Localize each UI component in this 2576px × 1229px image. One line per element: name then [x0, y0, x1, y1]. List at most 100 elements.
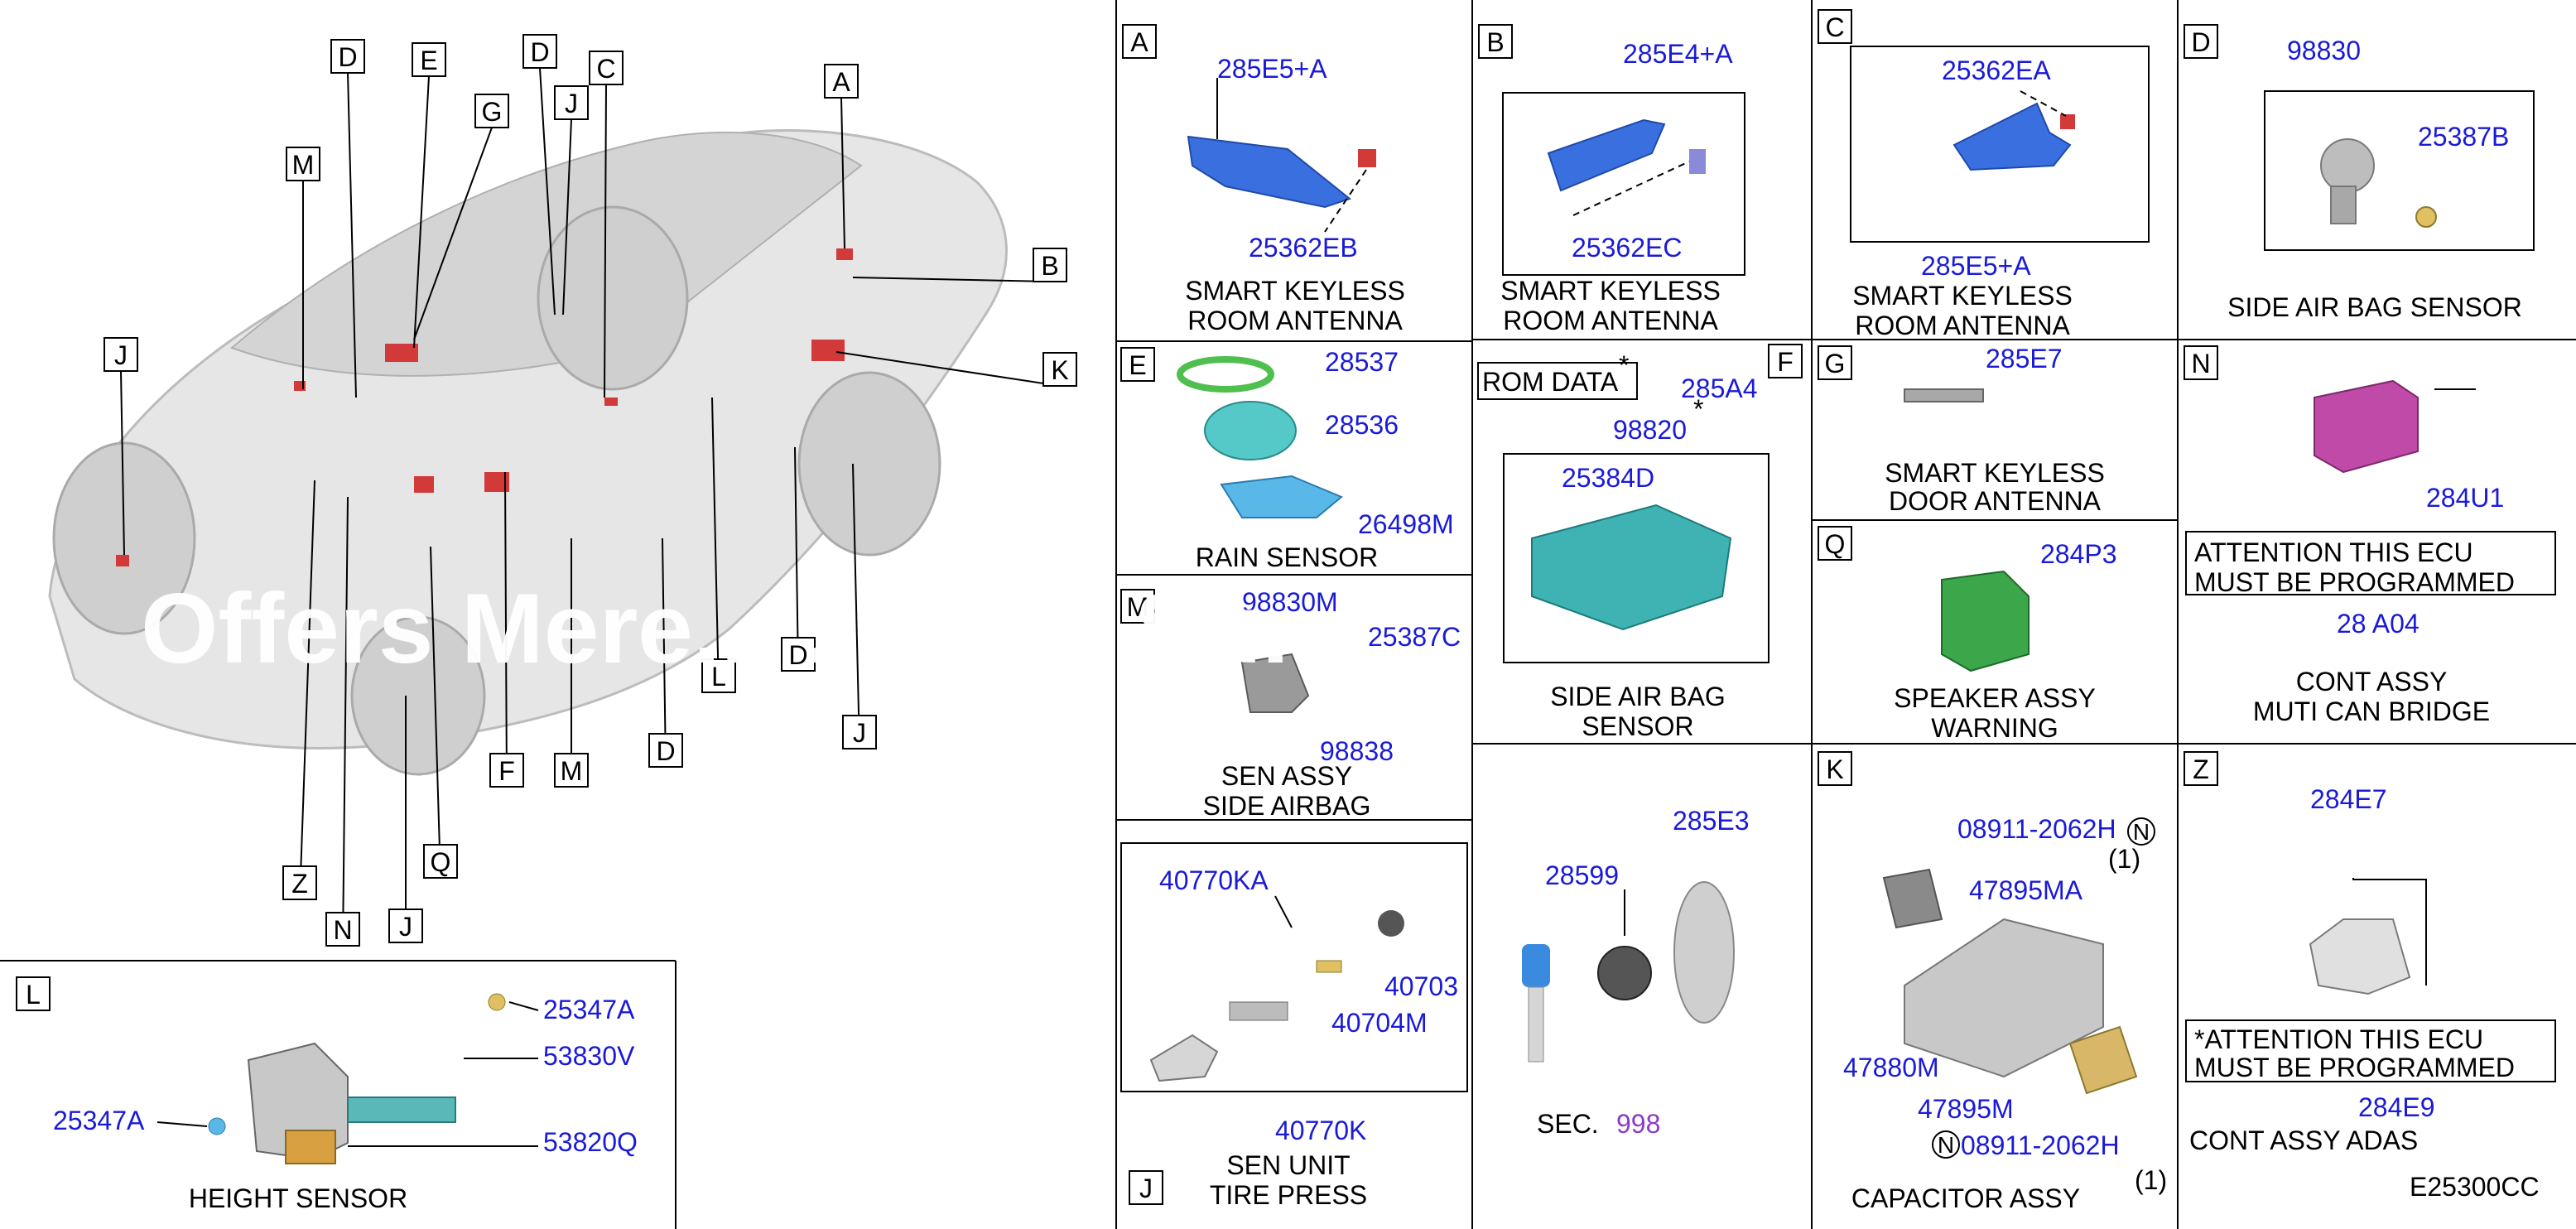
diagram-label: CONT ASSY ADAS: [2189, 1125, 2418, 1155]
diagram-label: 998: [1616, 1109, 1660, 1139]
callout-box: [648, 733, 683, 768]
callout-leader: [562, 118, 572, 316]
callout-box: [388, 908, 423, 943]
vehicle-illustration: [48, 129, 1008, 776]
callout-leader: [120, 370, 125, 556]
gel-ring-part: [1177, 356, 1274, 393]
airbag-ecu-part: [1531, 504, 1732, 631]
connector-part: [285, 1130, 336, 1164]
panel-J-tire: 40770KA 40703 40704M 40770K J SEN UNIT T…: [1120, 842, 1468, 1210]
callout-box: [325, 912, 360, 947]
diagram-label: CONT ASSY: [2296, 667, 2448, 696]
panel-C: C 25362EA 285E5+A SMART KEYLESS ROOM ANT…: [1818, 9, 2150, 340]
panel-B: B 285E4+A 25362EC SMART KEYLESS ROOM ANT…: [1478, 24, 1745, 335]
diagram-label: 284E7: [2310, 784, 2387, 814]
key-head-part: [1522, 944, 1550, 987]
diagram-label: TIRE PRESS: [1210, 1180, 1367, 1210]
panel-title: ROOM ANTENNA: [1187, 306, 1403, 335]
diagram-label: RAIN SENSOR: [1196, 542, 1378, 572]
callout-box: [554, 85, 589, 120]
callout-leader: [794, 446, 799, 672]
diagram-label: 28599: [1545, 860, 1619, 890]
diagram-label: 285E7: [1986, 344, 2063, 374]
antenna-part: [1547, 118, 1666, 192]
callout-letter: M: [561, 756, 583, 786]
callout-box: [842, 715, 877, 749]
callout-letter: F: [498, 756, 515, 786]
diagram-label: SIDE AIR BAG SENSOR: [2227, 292, 2522, 322]
callout-letter: B: [1041, 251, 1058, 281]
callout-leader: [840, 97, 845, 249]
diagram-label: ROM DATA: [1482, 367, 1619, 397]
callout-letter: D: [788, 640, 807, 670]
callout-leader: [604, 84, 607, 398]
valve-stem-part: [1229, 1001, 1288, 1021]
callout-box: [824, 64, 859, 99]
diagram-label: MUST BE PROGRAMMED: [2194, 1053, 2515, 1082]
callout-leader: [299, 480, 315, 900]
panel-Q: Q 284P3 SPEAKER ASSY WARNING: [1818, 526, 2117, 743]
diagram-label: 98838: [1320, 736, 1394, 766]
diagram-label: MUST BE PROGRAMMED: [2194, 567, 2515, 597]
diagram-label: 285E3: [1673, 806, 1750, 836]
diagram-label: *ATTENTION THIS ECU: [2194, 1024, 2483, 1054]
diagram-label: SPEAKER ASSY: [1894, 683, 2096, 713]
sensor-link-part: [347, 1096, 456, 1123]
diagram-label: 40770K: [1275, 1116, 1366, 1145]
callout-leader: [342, 496, 349, 947]
diagram-label: 25347A: [53, 1106, 145, 1135]
panel-key: 285E3 28599 SEC. 998: [1522, 806, 1750, 1139]
diagram-label: 98830: [2287, 36, 2361, 65]
diagram-label: SEC.: [1537, 1109, 1599, 1139]
callout-leader: [852, 277, 1051, 282]
nut-part: [2415, 206, 2437, 228]
panel-Z: Z 284E7 *ATTENTION THIS ECU MUST BE PROG…: [2184, 751, 2556, 1202]
diagram-label: Q: [1825, 529, 1846, 559]
bridge-module-part: [2314, 379, 2419, 474]
diagram-label: K: [1826, 754, 1843, 784]
connector-part: [1689, 149, 1706, 174]
callout-letter: A: [832, 67, 850, 97]
diagram-label: F: [1777, 347, 1794, 377]
diagram-label: 284U1: [2426, 483, 2504, 513]
diagram-label: CAPACITOR ASSY: [1851, 1183, 2080, 1213]
diagram-label: J: [1139, 1174, 1153, 1203]
diagram-label: 28536: [1325, 410, 1399, 440]
panel-F: F ROM DATA * 285A4 98820 * 25384D SIDE A…: [1477, 344, 1803, 741]
nut-part: [208, 1117, 226, 1135]
diagram-label: WARNING: [1931, 713, 2058, 743]
valve-part: [1378, 910, 1404, 937]
callout-box: [286, 147, 320, 181]
diagram-label: SIDE AIR BAG: [1550, 682, 1726, 711]
nut-part: [488, 993, 506, 1011]
callout-leader: [662, 537, 667, 768]
panel-K: K 08911-2062H N (1) 47895MA 47880M 47895…: [1818, 751, 2167, 1213]
callout-box: [412, 42, 446, 77]
diagram-label: DOOR ANTENNA: [1889, 486, 2102, 516]
diagram-label: 47895M: [1918, 1094, 2014, 1124]
callout-leader: [711, 397, 720, 693]
callout-leader: [539, 67, 556, 316]
diagram-label: 284E9: [2358, 1092, 2435, 1122]
diagram-label: 40770KA: [1159, 865, 1269, 895]
callout-letter: C: [596, 54, 615, 84]
diagram-label: N: [2133, 819, 2150, 845]
diagram-label: 285E5+A: [1921, 251, 2031, 281]
panel-M: M 98830M 25387C 98838 SEN ASSY SIDE AIRB…: [1120, 587, 1461, 821]
callout-box: [1042, 352, 1077, 387]
callout-leader: [413, 127, 493, 340]
callout-box: [1033, 248, 1067, 282]
diagram-label: 25387C: [1368, 622, 1461, 652]
nut-part: [1316, 960, 1342, 973]
diagram-label: 53820Q: [543, 1127, 638, 1157]
diagram-label: 25362EA: [1942, 55, 2051, 85]
diagram-label: ROOM ANTENNA: [1855, 311, 2070, 340]
diagram-label: 47880M: [1843, 1053, 1939, 1082]
connector-part: [1358, 149, 1376, 167]
sensor-part: [2320, 138, 2375, 193]
diagram-label: SMART KEYLESS: [1885, 458, 2105, 488]
panel-E: E 28537 28536 26498M RAIN SENSOR: [1120, 347, 1454, 572]
